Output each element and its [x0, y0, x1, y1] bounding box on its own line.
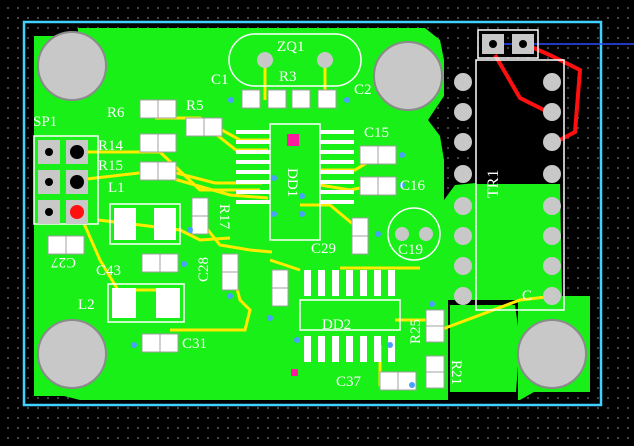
label-l2: L2: [78, 297, 95, 313]
c19-pad-2: [419, 227, 433, 241]
zq1-pad-2: [317, 52, 333, 68]
label-c31: C31: [182, 336, 207, 352]
sp1-header: [33, 135, 99, 225]
label-c43: C43: [96, 263, 121, 279]
tr1-connector: [454, 29, 565, 311]
red-traces: [493, 42, 583, 144]
dd1-ic: [236, 123, 354, 241]
label-c-small: C: [522, 288, 532, 304]
label-c16: C16: [400, 178, 426, 194]
label-r5: R5: [186, 98, 204, 114]
test-marker: [291, 369, 298, 376]
board-outline: [22, 20, 603, 407]
label-r25: R25: [408, 319, 424, 344]
label-dd1: DD1: [284, 168, 300, 197]
label-l1: L1: [108, 180, 125, 196]
copper-pour-lower: [450, 305, 520, 392]
label-r21: R21: [448, 360, 464, 385]
label-sp1: SP1: [33, 114, 57, 130]
label-r17: R17: [216, 204, 232, 230]
label-r14: R14: [98, 138, 124, 154]
label-c28: C28: [196, 257, 212, 282]
label-c27: C27: [50, 254, 76, 270]
label-c29: C29: [311, 241, 336, 257]
zq1-pad-1: [257, 52, 273, 68]
c19-pad-1: [395, 227, 409, 241]
label-r15: R15: [98, 158, 123, 174]
label-zq1: ZQ1: [277, 39, 305, 55]
label-r3: R3: [279, 69, 297, 85]
label-tr1: TR1: [485, 170, 502, 198]
label-c1: C1: [211, 72, 229, 88]
label-c2: C2: [354, 82, 372, 98]
label-c15: C15: [364, 125, 389, 141]
mounting-holes: [37, 31, 587, 389]
label-c19: C19: [398, 242, 423, 258]
c19-outline: [387, 207, 441, 261]
smd-pads: [47, 89, 445, 391]
label-c37: C37: [336, 374, 362, 390]
label-r6: R6: [107, 105, 125, 121]
dd2-ic: [299, 270, 401, 362]
zq1-outline: [228, 33, 362, 87]
label-dd2: DD2: [322, 317, 351, 333]
inductors: [107, 203, 185, 323]
vias: [131, 97, 435, 388]
